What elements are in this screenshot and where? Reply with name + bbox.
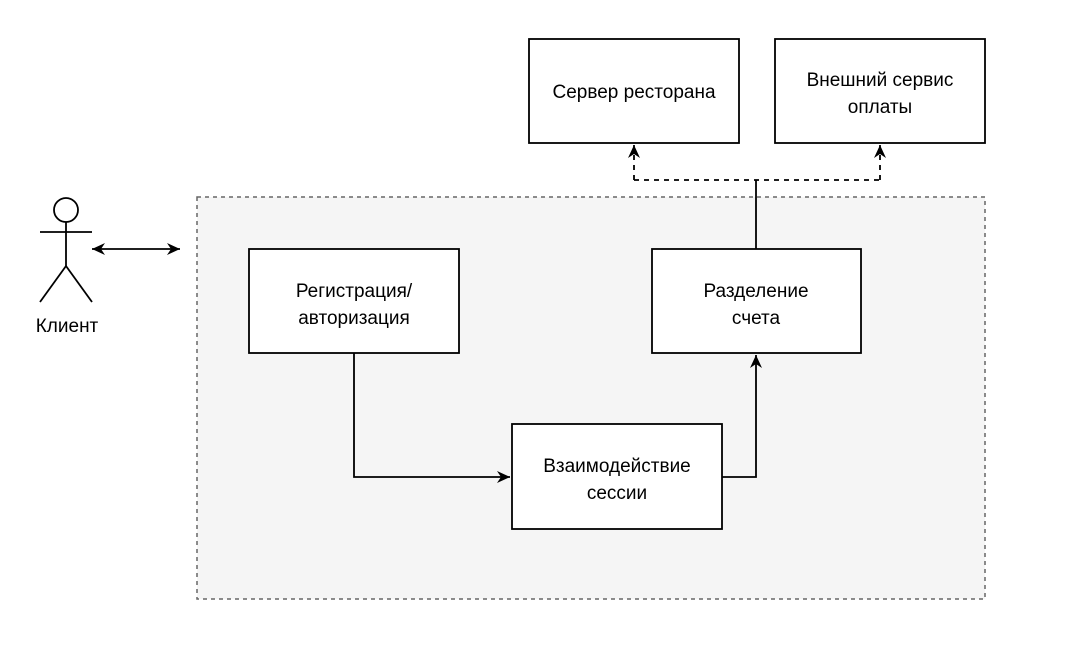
actor-label: Клиент — [36, 316, 99, 337]
payment-service-label-line1: Внешний сервис — [807, 70, 954, 91]
restaurant-server-label: Сервер ресторана — [552, 82, 715, 103]
registration-label-line1: Регистрация/ — [296, 281, 413, 302]
actor-left-leg — [39, 265, 67, 303]
session-to-bill-split-arrow — [722, 355, 762, 478]
actor-right-leg — [65, 265, 93, 303]
registration-box[interactable]: Регистрация/ авторизация — [248, 248, 460, 354]
payment-service-box[interactable]: Внешний сервис оплаты — [774, 38, 986, 144]
actor-head — [53, 197, 79, 223]
registration-to-session-arrow — [353, 353, 510, 483]
bill-split-label-line2: счета — [732, 308, 781, 329]
payment-service-label-line2: оплаты — [848, 97, 912, 118]
client-actor[interactable]: Клиент — [36, 197, 99, 337]
session-box[interactable]: Взаимодействие сессии — [511, 423, 723, 530]
registration-label-line2: авторизация — [298, 308, 410, 329]
session-label-line2: сессии — [587, 483, 647, 504]
session-label-line1: Взаимодействие — [543, 456, 691, 477]
bill-split-box[interactable]: Разделение счета — [651, 248, 862, 354]
bill-split-label-line1: Разделение — [703, 281, 808, 302]
restaurant-server-box[interactable]: Сервер ресторана — [528, 38, 740, 144]
